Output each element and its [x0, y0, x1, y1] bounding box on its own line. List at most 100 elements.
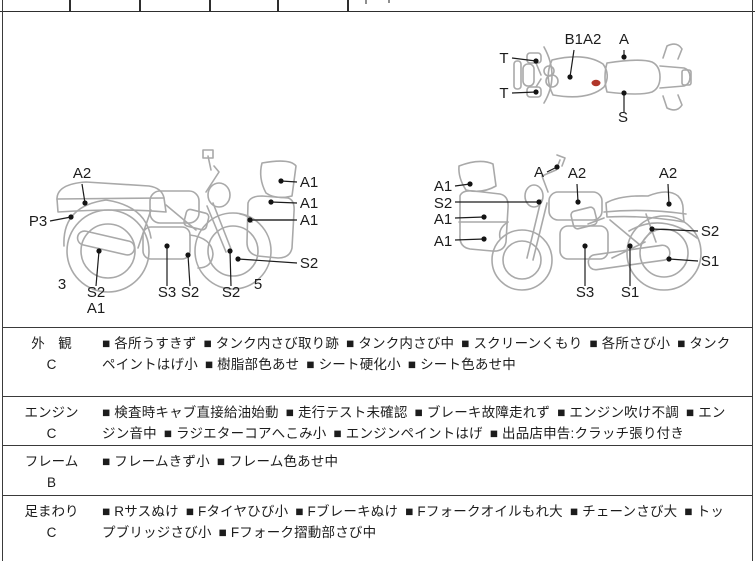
- diagram-label: A1: [300, 212, 318, 229]
- leader-line: [651, 228, 699, 232]
- section-grade: C: [46, 525, 57, 540]
- diagram-label: A2: [568, 165, 586, 182]
- marker-dot: [627, 243, 633, 249]
- leader-line: [237, 258, 298, 264]
- marker-dot: [533, 58, 539, 64]
- section-name: フレーム: [24, 454, 79, 469]
- marker-dot: [185, 252, 191, 258]
- diagram-label: S3: [158, 284, 176, 301]
- diagram-label: S2: [222, 284, 240, 301]
- marker-dot: [533, 89, 539, 95]
- marker-dot: [582, 243, 588, 249]
- marker-dot: [235, 256, 241, 262]
- leader-line: [668, 258, 699, 262]
- diagram-label: S3: [576, 284, 594, 301]
- diagram-label: 3: [58, 276, 66, 293]
- top-view-bike-art: [513, 43, 692, 111]
- leader-line: [270, 201, 298, 204]
- leader-line: [576, 183, 579, 203]
- inspection-diagram: TTB1A2ASA2P33S2A1S3S2S25A1A1A1S2A1S2A1A1…: [29, 31, 719, 317]
- leader-line: [511, 91, 537, 94]
- inspection-row: 足まわり C ■ Rサスぬけ ■ Fタイヤひび小 ■ Fブレーキぬけ ■ Fフォ…: [3, 495, 752, 561]
- diagram-label: A1: [300, 174, 318, 191]
- header-cell-divider: [277, 0, 279, 11]
- diagram-label: S2: [300, 255, 318, 272]
- section-remarks: ■ 各所うすきず ■ タンク内さび取り跡 ■ タンク内さび中 ■ スクリーンくも…: [102, 336, 731, 372]
- right-detail-parts-art: [458, 160, 509, 252]
- diagram-label: A2: [73, 165, 91, 182]
- inspection-row: 外 観 C ■ 各所うすきず ■ タンク内さび取り跡 ■ タンク内さび中 ■ ス…: [3, 327, 752, 396]
- diagram-label: S2: [434, 195, 452, 212]
- diagram-label: S2: [181, 284, 199, 301]
- leader-line: [49, 216, 72, 222]
- marker-dot: [536, 199, 542, 205]
- leader-line: [511, 57, 537, 62]
- leader-line: [454, 216, 485, 219]
- leader-line: [187, 254, 191, 287]
- diagram-label: A1: [434, 178, 452, 195]
- diagram-label: 5: [254, 276, 262, 293]
- leader-line: [81, 183, 86, 204]
- section-remarks: ■ Rサスぬけ ■ Fタイヤひび小 ■ Fブレーキぬけ ■ Fフォークオイルもれ…: [102, 504, 725, 540]
- section-name: 外 観: [31, 336, 72, 351]
- marker-dot: [247, 217, 253, 223]
- diagram-label: T: [499, 50, 508, 67]
- marker-dot: [68, 214, 74, 220]
- diagram-label: S: [618, 109, 628, 126]
- marker-dot: [649, 226, 655, 232]
- marker-dot: [481, 214, 487, 220]
- cut-text-remnant: [388, 0, 390, 3]
- section-remarks: ■ フレームきず小 ■ フレーム色あせ中: [102, 454, 339, 469]
- leader-line: [95, 250, 100, 287]
- marker-dot: [278, 178, 284, 184]
- leader-line: [454, 238, 485, 241]
- section-label-cell: 外 観 C: [3, 328, 100, 396]
- diagram-label: A1: [87, 300, 105, 317]
- diagram-label: A1: [434, 211, 452, 228]
- header-cell-divider: [347, 0, 349, 11]
- marker-dot: [554, 164, 560, 170]
- marker-dot: [164, 243, 170, 249]
- marker-dot: [666, 256, 672, 262]
- header-cell-divider: [209, 0, 211, 11]
- section-label-cell: 足まわり C: [3, 496, 100, 561]
- red-paint-mark: [591, 79, 601, 87]
- section-remarks: ■ 検査時キャブ直接給油始動 ■ 走行テスト未確認 ■ ブレーキ故障走れず ■ …: [102, 405, 726, 441]
- diagram-label: A1: [434, 233, 452, 250]
- section-grade: C: [46, 426, 57, 441]
- inspection-row: エンジン C ■ 検査時キャブ直接給油始動 ■ 走行テスト未確認 ■ ブレーキ故…: [3, 396, 752, 445]
- section-label-cell: エンジン C: [3, 397, 100, 445]
- diagram-label: A: [619, 31, 629, 48]
- cut-text-remnant: [365, 0, 367, 4]
- marker-dot: [82, 200, 88, 206]
- inspection-row: フレーム B ■ フレームきず小 ■ フレーム色あせ中: [3, 445, 752, 495]
- section-name: エンジン: [24, 405, 79, 420]
- diagram-label: S1: [621, 284, 639, 301]
- diagram-label: S1: [701, 253, 719, 270]
- marker-dot: [96, 248, 102, 254]
- diagram-label: T: [499, 85, 508, 102]
- marker-dot: [227, 248, 233, 254]
- diagram-label: A: [534, 164, 544, 181]
- diagram-label: S2: [701, 223, 719, 240]
- left-detail-parts-art: [246, 160, 297, 259]
- cropped-header-row: [0, 0, 755, 12]
- leader-line: [280, 180, 298, 183]
- header-cell-divider: [69, 0, 71, 11]
- leader-line: [667, 183, 670, 205]
- diagram-label: A2: [659, 165, 677, 182]
- marker-dot: [575, 199, 581, 205]
- inspection-rows: 外 観 C ■ 各所うすきず ■ タンク内さび取り跡 ■ タンク内さび中 ■ ス…: [3, 327, 752, 561]
- section-name: 足まわり: [24, 504, 79, 519]
- section-label-cell: フレーム B: [3, 446, 100, 495]
- marker-dot: [621, 90, 627, 96]
- leader-line: [229, 250, 232, 287]
- diagram-label: S2: [87, 284, 105, 301]
- marker-dot: [467, 181, 473, 187]
- diagram-label: A1: [300, 195, 318, 212]
- marker-dot: [666, 201, 672, 207]
